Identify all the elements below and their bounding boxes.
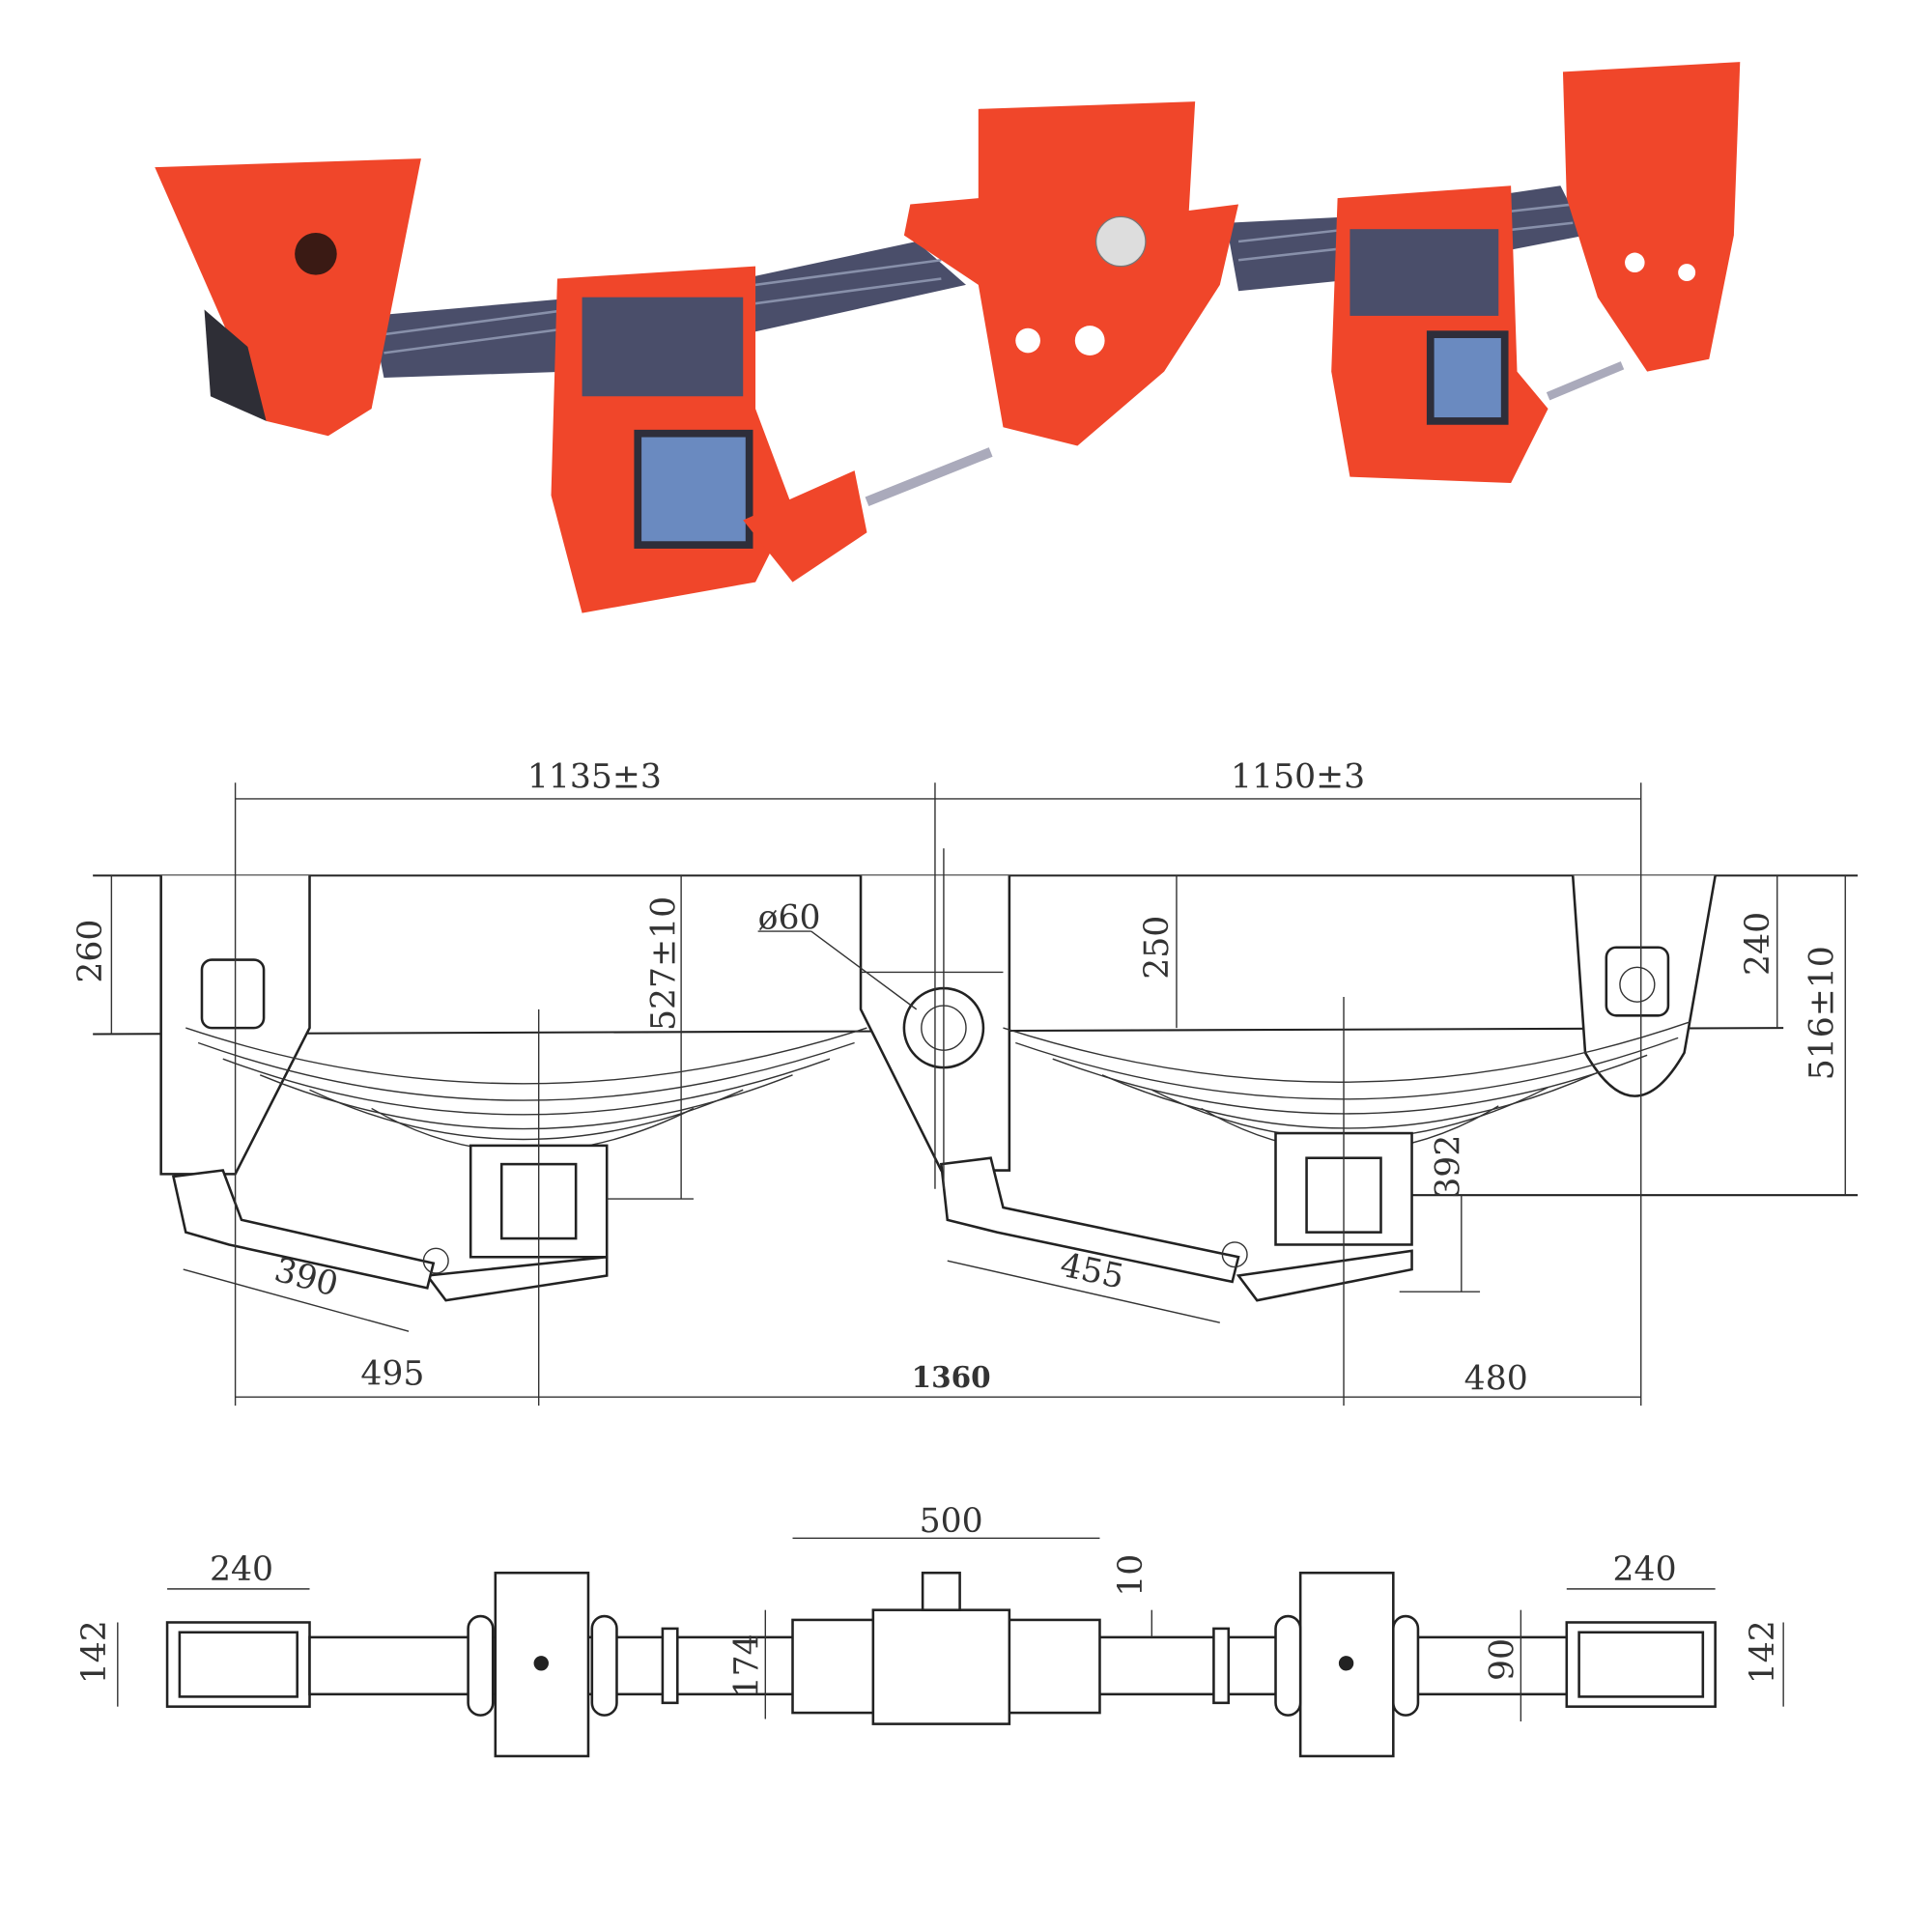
dim-right-axle-height: 516±10 <box>1803 946 1841 1080</box>
suspension-product-photo <box>155 62 1741 613</box>
dim-left-bracket-width: 240 <box>210 1550 273 1589</box>
dim-gap: 10 <box>1112 1554 1151 1597</box>
dim-right-bracket-width: 240 <box>1613 1550 1677 1589</box>
top-view-drawing: 240 500 240 142 174 10 90 142 <box>75 1502 1784 1758</box>
dim-right-offset: 480 <box>1464 1359 1528 1398</box>
dim-pin-diameter: ø60 <box>758 899 821 938</box>
dim-beam-height: 90 <box>1484 1638 1522 1681</box>
dim-right-span: 1150±3 <box>1231 757 1365 796</box>
dim-center-width: 500 <box>920 1502 983 1541</box>
dim-right-hanger-height: 240 <box>1739 912 1777 976</box>
dim-left-axle-height: 527±10 <box>645 896 684 1031</box>
dim-center-hanger-height: 250 <box>1138 916 1177 980</box>
left-leaf-spring <box>185 1027 867 1153</box>
dim-right-height: 142 <box>1744 1620 1782 1684</box>
dim-axle-spacing: 1360 <box>912 1360 991 1394</box>
dim-left-span: 1135±3 <box>527 757 662 796</box>
dim-right-axle-offset: 392 <box>1429 1135 1467 1199</box>
side-view-drawing: 1135±3 1150±3 260 527±10 ø60 250 240 516… <box>71 757 1859 1406</box>
dim-left-offset: 495 <box>360 1354 424 1393</box>
dim-left-height: 142 <box>75 1620 114 1684</box>
dim-left-hanger-height: 260 <box>71 920 110 983</box>
dim-center-height: 174 <box>728 1634 767 1697</box>
